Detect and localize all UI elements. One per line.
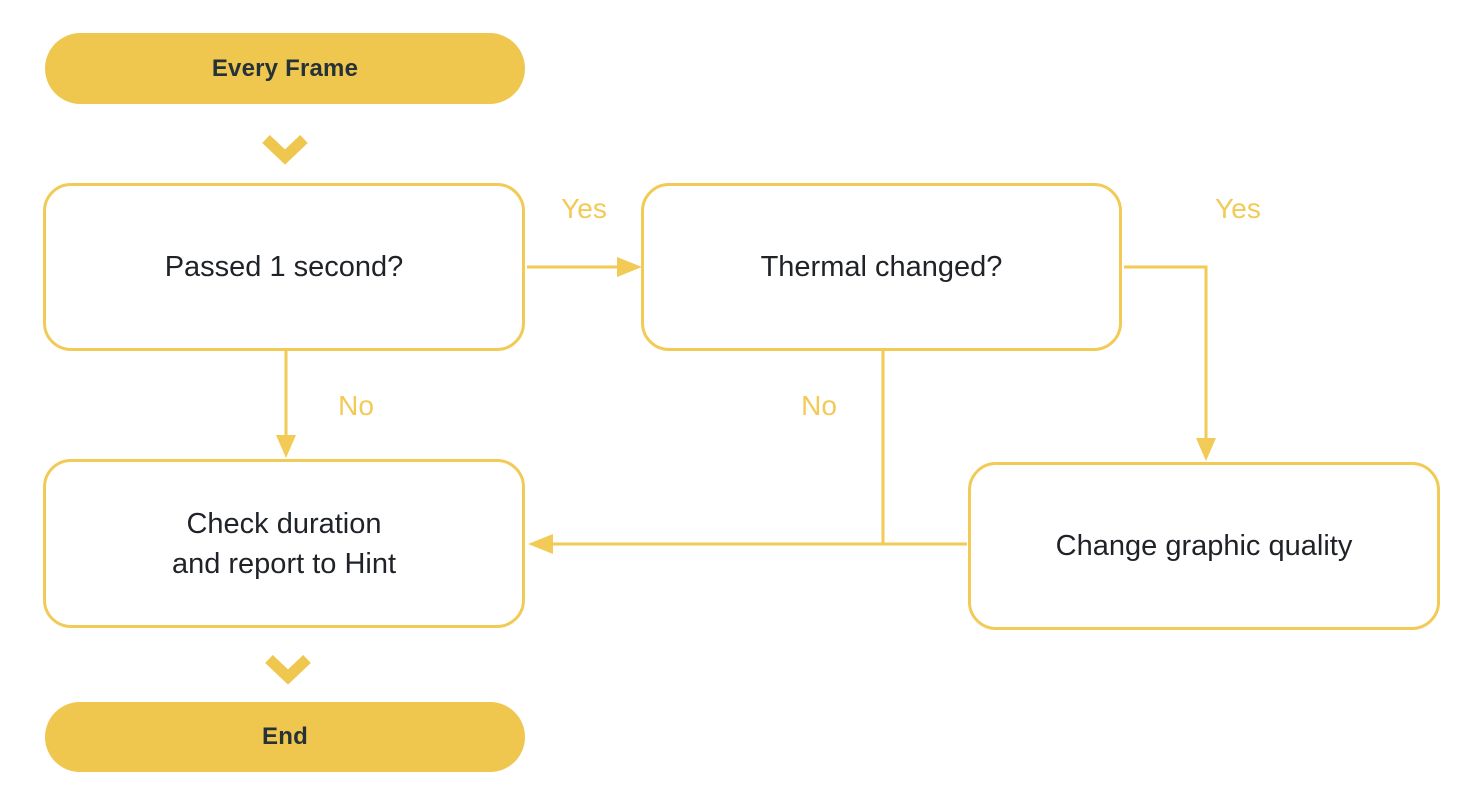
arrowhead-down-icon xyxy=(1196,438,1216,461)
node-end: End xyxy=(45,702,525,772)
chevron-down-icon xyxy=(262,135,308,165)
node-change-graphic-quality: Change graphic quality xyxy=(968,462,1440,630)
node-passed-one-second-label: Passed 1 second? xyxy=(164,251,404,283)
chevron-down-icon xyxy=(265,655,311,685)
edge-thermal-yes xyxy=(1124,265,1208,440)
node-end-label: End xyxy=(262,723,308,750)
node-start: Every Frame xyxy=(45,33,525,104)
edge-label-passed-no: No xyxy=(338,390,374,421)
edge-label-thermal-yes: Yes xyxy=(1215,193,1261,224)
node-check-duration-label: Check duration and report to Hint xyxy=(171,507,397,580)
node-check-duration: Check duration and report to Hint xyxy=(43,459,525,628)
node-thermal-changed-label: Thermal changed? xyxy=(760,251,1003,283)
node-passed-one-second: Passed 1 second? xyxy=(43,183,525,351)
node-thermal-changed: Thermal changed? xyxy=(641,183,1122,351)
arrowhead-left-icon xyxy=(528,534,553,554)
node-start-label: Every Frame xyxy=(211,54,359,82)
node-change-graphic-quality-label: Change graphic quality xyxy=(1055,530,1353,562)
arrowhead-right-icon xyxy=(617,257,642,277)
edge-label-thermal-no: No xyxy=(801,390,837,421)
arrowhead-down-icon xyxy=(276,435,296,458)
edge-label-passed-yes: Yes xyxy=(561,193,607,224)
